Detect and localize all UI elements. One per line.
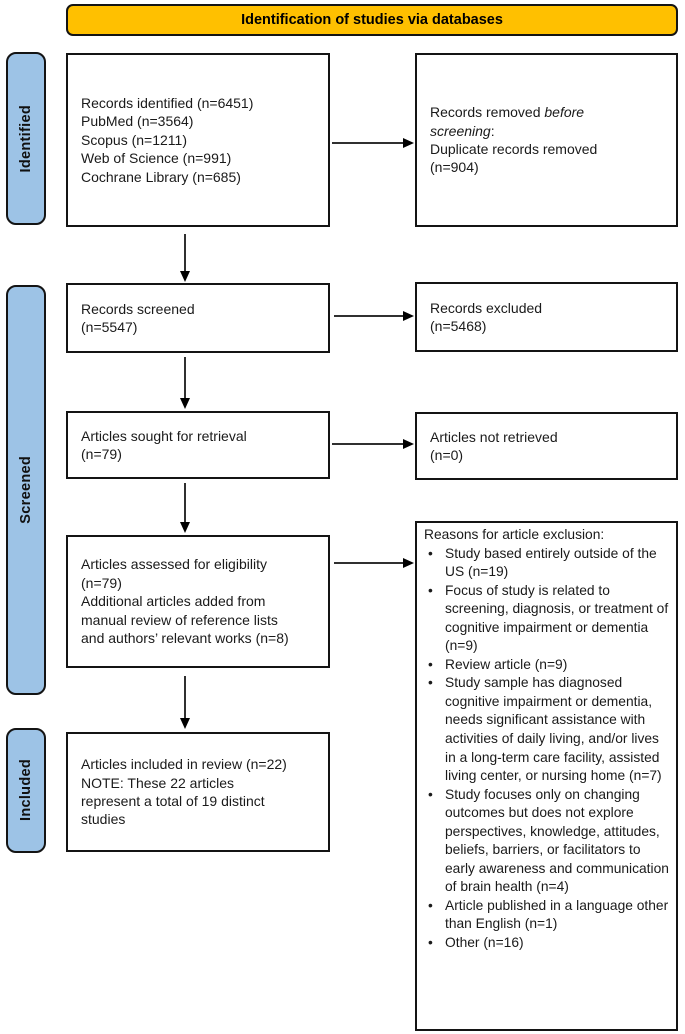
box-articles-sought: Articles sought for retrieval (n=79) [66, 411, 330, 479]
arrow-shaft [184, 234, 186, 273]
box-records-identified: Records identified (n=6451) PubMed (n=356… [66, 53, 330, 227]
articles-included-text: Articles included in review (n=22)NOTE: … [81, 755, 318, 829]
box-articles-not-retrieved: Articles not retrieved (n=0) [415, 412, 678, 480]
arrow-assessed-to-reasons [334, 558, 414, 568]
records-removed-line: Duplicate records removed [430, 141, 598, 157]
box-records-removed-before-screening: Records removed before screening: Duplic… [415, 53, 678, 227]
records-removed-heading: Records removed before screening: [430, 103, 642, 140]
exclusion-reason-item: Review article (n=9) [424, 656, 671, 675]
box-articles-included: Articles included in review (n=22)NOTE: … [66, 732, 330, 852]
arrow-shaft [184, 483, 186, 524]
exclusion-reason-item: Article published in a language other th… [424, 897, 671, 934]
arrow-assessed-to-included [180, 676, 190, 729]
records-screened-line: (n=5547) [81, 319, 138, 335]
exclusion-reason-item: Focus of study is related to screening, … [424, 582, 671, 656]
records-screened-line: Records screened [81, 300, 195, 317]
records-removed-prefix: Records removed [430, 104, 545, 121]
arrowhead-right-icon [403, 311, 414, 321]
records-excluded-line: (n=5468) [430, 318, 487, 334]
articles-not-retrieved-text: Articles not retrieved (n=0) [430, 428, 666, 465]
records-identified-line: Cochrane Library (n=685) [81, 168, 241, 185]
sidebar-label-identified: Identified [18, 104, 34, 173]
exclusion-reasons-list: Study based entirely outside of the US (… [424, 545, 671, 953]
arrow-shaft [184, 357, 186, 400]
arrowhead-down-icon [180, 271, 190, 282]
articles-sought-line: Articles sought for retrieval [81, 427, 247, 444]
sidebar-label-included: Included [18, 759, 34, 822]
records-identified-text: Records identified (n=6451) PubMed (n=356… [81, 94, 318, 186]
box-records-screened: Records screened (n=5547) [66, 283, 330, 353]
records-removed-italic: before screening [430, 104, 585, 139]
records-identified-line: PubMed (n=3564) [81, 113, 194, 130]
arrowhead-down-icon [180, 398, 190, 409]
sidebar-stage-included: Included [6, 728, 46, 853]
exclusion-reason-item: Study based entirely outside of the US (… [424, 545, 671, 582]
arrow-shaft [332, 142, 405, 144]
articles-assessed-line: and authors’ relevant works (n=8) [81, 630, 289, 647]
arrow-shaft [334, 562, 405, 564]
articles-not-retrieved-line: (n=0) [430, 447, 464, 463]
box-articles-assessed: Articles assessed for eligibility(n=79) A… [66, 535, 330, 668]
box-records-excluded: Records excluded (n=5468) [415, 282, 678, 352]
arrow-identified-to-removed [332, 138, 414, 148]
records-excluded-text: Records excluded (n=5468) [430, 299, 666, 336]
articles-included-line: studies [81, 811, 126, 828]
banner-identification-via-databases: Identification of studies via databases [66, 4, 678, 36]
articles-assessed-text: Articles assessed for eligibility(n=79) A… [81, 555, 318, 647]
arrow-screened-to-excluded [334, 311, 414, 321]
exclusion-reasons-title: Reasons for article exclusion: [424, 527, 605, 542]
exclusion-reason-item: Other (n=16) [424, 934, 671, 953]
sidebar-label-screened: Screened [18, 456, 34, 524]
articles-included-line: Articles included in review (n=22) [81, 756, 287, 773]
articles-assessed-line: manual review of reference lists [81, 611, 278, 628]
arrow-shaft [184, 676, 186, 720]
articles-assessed-line: (n=79) [81, 574, 122, 591]
arrow-shaft [334, 315, 405, 317]
banner-title: Identification of studies via databases [241, 12, 503, 28]
articles-assessed-line: Articles assessed for eligibility [81, 556, 267, 573]
arrowhead-down-icon [180, 522, 190, 533]
articles-sought-line: (n=79) [81, 446, 122, 462]
arrowhead-right-icon [403, 558, 414, 568]
arrow-sought-to-not-retrieved [332, 439, 414, 449]
box-exclusion-reasons: Reasons for article exclusion: Study bas… [415, 521, 678, 1031]
articles-sought-text: Articles sought for retrieval (n=79) [81, 427, 318, 464]
records-removed-suffix: : [490, 122, 495, 139]
arrow-screened-to-sought [180, 357, 190, 409]
records-identified-line: Scopus (n=1211) [81, 131, 187, 148]
arrow-shaft [332, 443, 405, 445]
arrowhead-right-icon [403, 138, 414, 148]
sidebar-stage-identified: Identified [6, 52, 46, 225]
arrowhead-down-icon [180, 718, 190, 729]
articles-included-line: represent a total of 19 distinct [81, 793, 265, 809]
records-removed-line: (n=904) [430, 159, 479, 176]
records-removed-text: Duplicate records removed (n=904) [430, 140, 666, 177]
records-excluded-line: Records excluded [430, 299, 543, 316]
records-screened-text: Records screened (n=5547) [81, 300, 318, 337]
articles-not-retrieved-line: Articles not retrieved [430, 428, 558, 445]
arrow-sought-to-assessed [180, 483, 190, 533]
arrow-identified-to-screened [180, 234, 190, 282]
articles-assessed-line: Additional articles added from [81, 593, 266, 610]
sidebar-stage-screened: Screened [6, 285, 46, 695]
articles-included-line: NOTE: These 22 articles [81, 774, 235, 791]
records-identified-line: Records identified (n=6451) [81, 94, 254, 111]
exclusion-reason-item: Study sample has diagnosed cognitive imp… [424, 674, 671, 785]
arrowhead-right-icon [403, 439, 414, 449]
records-identified-line: Web of Science (n=991) [81, 150, 232, 167]
exclusion-reason-item: Study focuses only on changing outcomes … [424, 786, 671, 897]
